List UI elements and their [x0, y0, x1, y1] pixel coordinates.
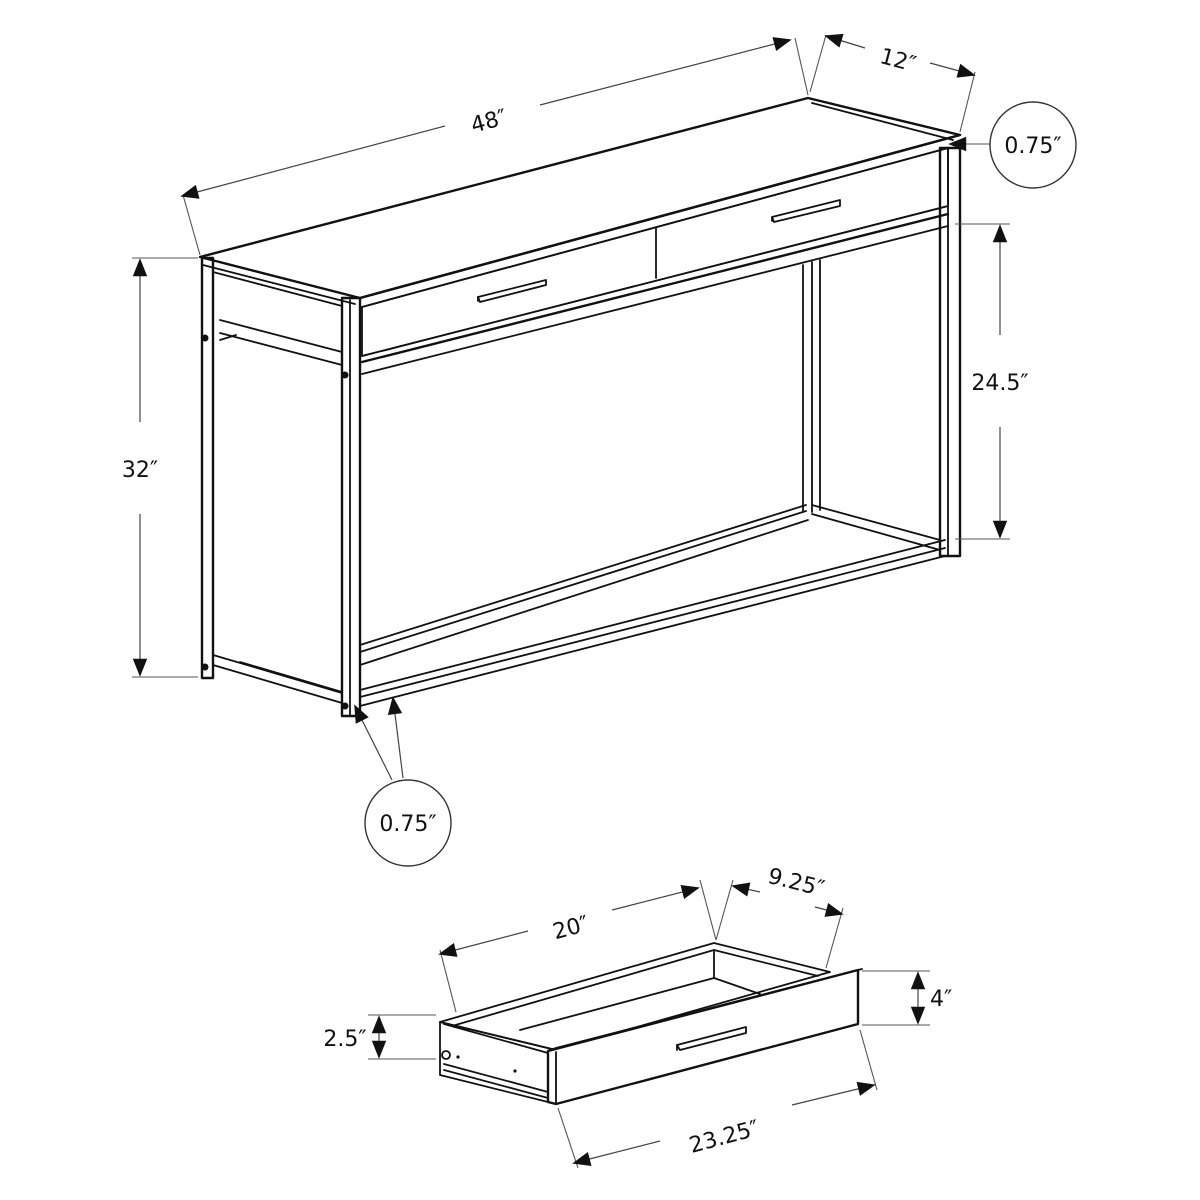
- dim-drawer-inner-length: 20″: [438, 879, 717, 1013]
- dim-drawer-side-height: 2.5″: [323, 1014, 436, 1060]
- dim-depth: 12″: [809, 33, 976, 133]
- callout-frame-tube: 0.75″: [354, 696, 452, 867]
- dim-drawer-front-height: 4″: [862, 970, 952, 1026]
- console-table: [198, 96, 962, 718]
- top-thickness-label: 0.75″: [1004, 134, 1061, 159]
- dim-height: 32″: [122, 257, 198, 678]
- frame-tube-label: 0.75″: [379, 812, 436, 837]
- tabletop-top-face: [198, 96, 962, 300]
- drawer-overall-length-label: 23.25″: [687, 1116, 762, 1159]
- depth-label: 12″: [877, 44, 918, 78]
- drawer-handle-right: [771, 199, 841, 223]
- dim-width: 48″: [180, 37, 809, 256]
- drawer-inner-length-label: 20″: [550, 912, 591, 946]
- drawer-inner-width-label: 9.25″: [765, 864, 827, 902]
- drawer-band: [361, 147, 949, 357]
- drawer: [439, 942, 863, 1106]
- drawer-handle-left: [477, 279, 547, 303]
- left-side-frame: [200, 256, 362, 718]
- callout-top-thickness: 0.75″: [948, 101, 1077, 189]
- right-side-frame: [802, 146, 962, 558]
- bottom-rails: [359, 504, 946, 707]
- drawer-front-handle: [676, 1026, 747, 1051]
- width-label: 48″: [468, 105, 509, 139]
- drawer-front-height-label: 4″: [930, 987, 952, 1012]
- height-label: 32″: [122, 458, 158, 483]
- dim-drawer-inner-width: 9.25″: [715, 864, 844, 969]
- clearance-label: 24.5″: [971, 371, 1028, 396]
- drawer-side-height-label: 2.5″: [323, 1027, 366, 1052]
- dim-clearance: 24.5″: [955, 223, 1029, 540]
